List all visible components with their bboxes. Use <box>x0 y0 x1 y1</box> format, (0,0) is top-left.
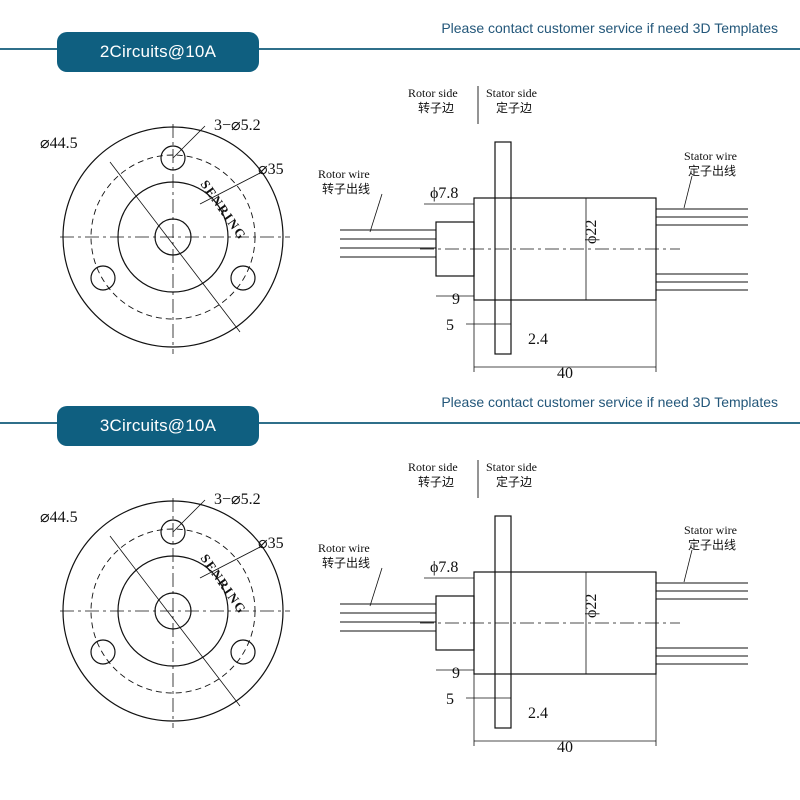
body-diameter-label: ϕ22 <box>583 220 600 244</box>
bolt-holes-label: 3−⌀5.2 <box>214 117 261 134</box>
stator-wire-leader <box>683 175 693 209</box>
rotor-side-label: Rotor side <box>408 86 458 100</box>
stator-wire-cn-label: 定子出线 <box>688 163 736 178</box>
rotor-wire-label: Rotor wire <box>318 167 370 181</box>
leader-holes <box>172 125 206 159</box>
bolt-hole-left <box>90 639 116 665</box>
front-view <box>60 498 290 728</box>
stator-wire-cn-label: 定子出线 <box>688 537 736 552</box>
rotor-wire-leader <box>369 193 383 233</box>
dim-40-label: 40 <box>557 739 573 756</box>
leader-holes <box>172 499 206 533</box>
flange-profile <box>494 515 512 729</box>
dim-40-label: 40 <box>557 365 573 382</box>
stator-side-cn-label: 定子边 <box>496 474 532 489</box>
inner-diameter-label: ⌀35 <box>258 161 284 178</box>
flange-profile <box>494 141 512 355</box>
dim-9-label: 9 <box>452 665 460 682</box>
bolt-hole-left <box>90 265 116 291</box>
spec-section-3-circuits: 3Circuits@10A Please contact customer se… <box>0 388 800 760</box>
rotor-side-cn-label: 转子边 <box>418 474 454 489</box>
dim-9-label: 9 <box>452 291 460 308</box>
dim-2-4-label: 2.4 <box>528 705 548 722</box>
leader-outer <box>109 535 241 707</box>
stator-wire-label: Stator wire <box>684 149 737 163</box>
rotor-wire-leader <box>369 567 383 607</box>
header-rule <box>0 422 800 424</box>
leader-outer <box>109 161 241 333</box>
technical-drawing: ⌀44.5 3−⌀5.2 ⌀35 SENRING <box>40 460 748 756</box>
bolt-holes-label: 3−⌀5.2 <box>214 491 261 508</box>
stator-side-cn-label: 定子边 <box>496 100 532 115</box>
shaft-diameter-label: ϕ7.8 <box>430 559 458 576</box>
leader-inner <box>199 171 263 205</box>
section-title-badge: 2Circuits@10A <box>57 32 259 72</box>
stator-side-label: Stator side <box>486 86 537 100</box>
front-view <box>60 124 290 354</box>
inner-diameter-label: ⌀35 <box>258 535 284 552</box>
bolt-hole-right <box>230 639 256 665</box>
stator-wire-label: Stator wire <box>684 523 737 537</box>
rotor-wire-cn-label: 转子出线 <box>322 181 370 196</box>
stator-side-label: Stator side <box>486 460 537 474</box>
side-view <box>340 86 748 372</box>
bolt-hole-right <box>230 265 256 291</box>
rotor-side-cn-label: 转子边 <box>418 100 454 115</box>
brand-label: SENRING <box>198 177 250 243</box>
body-diameter-label: ϕ22 <box>583 594 600 618</box>
leader-inner <box>199 545 263 579</box>
stator-wire-leader <box>683 549 693 583</box>
outer-diameter-label: ⌀44.5 <box>40 509 78 526</box>
side-view <box>340 460 748 746</box>
dim-5-label: 5 <box>446 691 454 708</box>
contact-note[interactable]: Please contact customer service if need … <box>441 394 778 410</box>
rotor-wire-cn-label: 转子出线 <box>322 555 370 570</box>
brand-label: SENRING <box>198 551 250 617</box>
outer-diameter-label: ⌀44.5 <box>40 135 78 152</box>
rotor-side-label: Rotor side <box>408 460 458 474</box>
spec-section-2-circuits: 2Circuits@10A Please contact customer se… <box>0 14 800 386</box>
contact-note[interactable]: Please contact customer service if need … <box>441 20 778 36</box>
dim-5-label: 5 <box>446 317 454 334</box>
header-rule <box>0 48 800 50</box>
section-title-badge: 3Circuits@10A <box>57 406 259 446</box>
dim-2-4-label: 2.4 <box>528 331 548 348</box>
shaft-diameter-label: ϕ7.8 <box>430 185 458 202</box>
rotor-wire-label: Rotor wire <box>318 541 370 555</box>
technical-drawing: ⌀44.5 3−⌀5.2 ⌀35 SENRING <box>40 86 748 382</box>
